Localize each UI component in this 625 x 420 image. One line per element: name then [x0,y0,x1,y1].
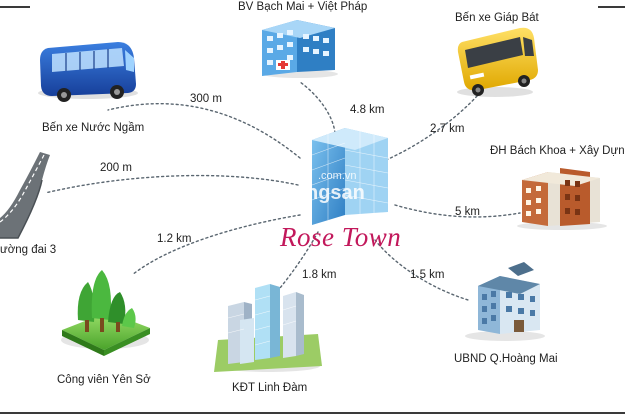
bus-icon [38,42,138,102]
route-line-hospital-bach-mai [299,81,336,134]
label-yen-so-park: Công viên Yên Sở [57,374,151,386]
distance-bus-station-giap-bat: 2.7 km [430,123,465,135]
route-line-university-bach-khoa [394,204,521,218]
route-line-bus-station-nuoc-ngam [107,102,301,159]
label-hoang-mai-peoples-committee: UBND Q.Hoàng Mai [454,353,558,365]
university-building-icon [517,168,607,230]
hospital-icon [262,20,338,78]
label-university-bach-khoa: ĐH Bách Khoa + Xây Dựng [490,145,625,157]
distance-linh-dam-urban-area: 1.8 km [302,269,337,281]
rose-town-tower-icon [311,128,389,225]
route-line-linh-dam-urban-area [279,231,319,289]
park-tree-icon [61,270,150,356]
route-line-hoang-mai-peoples-committee [374,239,469,301]
route-line-ring-road-3 [44,174,299,194]
frame-line-top-right [598,6,625,8]
rose-town-title: Rose Town [280,222,402,252]
route-line-bus-station-giap-bat [385,94,479,161]
label-bus-station-nuoc-ngam: Bến xe Nước Ngầm [42,122,145,134]
road-icon [0,152,50,239]
distance-hoang-mai-peoples-committee: 1.5 km [410,269,445,281]
distance-ring-road-3: 200 m [100,162,132,174]
yellow-bus-icon [457,27,538,97]
watermark-domain: .com.vn [318,170,357,182]
watermark-brand: ngsan [306,182,365,204]
distance-university-bach-khoa: 5 km [455,206,480,218]
label-hospital-bach-mai: BV Bạch Mai + Việt Pháp [238,1,368,13]
label-bus-station-giap-bat: Bến xe Giáp Bát [455,12,539,24]
label-ring-road-3: ường đai 3 [0,244,57,256]
frame-line-top-left [0,6,30,8]
route-line-yen-so-park [131,214,301,276]
city-towers-icon [214,284,322,372]
distance-yen-so-park: 1.2 km [157,233,192,245]
frame-line-bottom [0,412,625,414]
label-linh-dam-urban-area: KĐT Linh Đàm [232,382,308,394]
distance-bus-station-nuoc-ngam: 300 m [190,93,222,105]
distance-hospital-bach-mai: 4.8 km [350,104,385,116]
office-building-icon [465,262,545,341]
